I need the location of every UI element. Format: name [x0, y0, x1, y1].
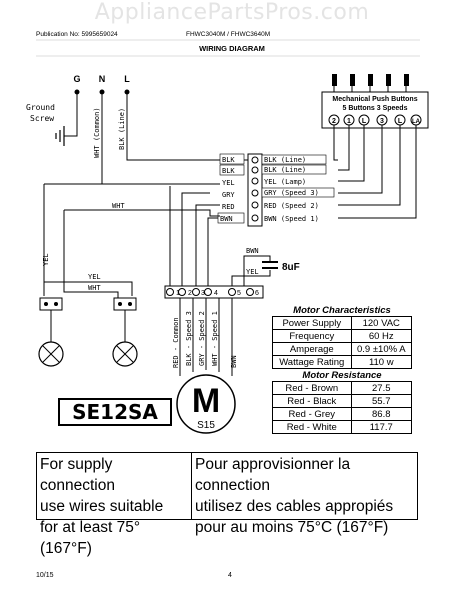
svg-text:BWN (Speed 1): BWN (Speed 1) — [264, 215, 319, 223]
screw-label: Screw — [30, 114, 54, 123]
button-circles — [328, 114, 422, 126]
svg-text:6: 6 — [255, 290, 259, 297]
svg-text:YEL (Lamp): YEL (Lamp) — [264, 178, 306, 186]
push-buttons — [321, 74, 429, 129]
motor-lead-labels: RED - Common BLK - Speed 3 GRY - Speed 2… — [172, 311, 238, 368]
button-wire-right-labels: BLK (Line) BLK (Line) YEL (Lamp) GRY (Sp… — [261, 154, 335, 223]
ground-label: Ground — [26, 103, 55, 112]
svg-text:BWN: BWN — [220, 215, 233, 223]
button-3: 3 — [380, 118, 384, 125]
svg-text:BLK: BLK — [222, 167, 235, 175]
capacitor-icon — [262, 261, 278, 269]
svg-text:4: 4 — [214, 290, 218, 297]
motor-letter: M — [192, 382, 220, 420]
capacitor-label: 8uF — [282, 262, 300, 273]
terminal-n: N — [99, 74, 106, 84]
yel-lamp-label: YEL — [88, 273, 101, 281]
motor-terminal-block — [164, 285, 264, 299]
watermark: AppliancePartsPros.com — [94, 0, 370, 25]
supply-note-french: Pour approvisionner la connection utilis… — [195, 456, 394, 536]
svg-text:BLK - Speed 3: BLK - Speed 3 — [185, 311, 193, 366]
terminal-l: L — [124, 74, 130, 84]
motor-resistance-title: Motor Resistance — [302, 369, 382, 381]
button-wires — [333, 125, 417, 219]
svg-text:1: 1 — [176, 290, 180, 297]
svg-text:BLK (Line): BLK (Line) — [264, 156, 306, 164]
button-wire-left-labels: BLK BLK YEL GRY RED BWN — [217, 153, 245, 224]
button-l: L — [362, 118, 367, 125]
wht-lamp-label: WHT — [88, 284, 101, 292]
svg-text:2: 2 — [188, 290, 192, 297]
svg-text:GRY (Speed 3): GRY (Speed 3) — [264, 189, 319, 197]
blk-line-label: BLK (Line) — [118, 108, 126, 150]
svg-text:RED - Common: RED - Common — [172, 317, 180, 368]
wht-common-label: WHT (Common) — [93, 107, 101, 158]
ground-wire — [64, 92, 78, 137]
footer-date: 10/15 — [36, 572, 54, 579]
terminal-g: G — [73, 74, 80, 84]
motor-leads — [179, 298, 233, 376]
button-1: 1 — [347, 118, 351, 125]
button-l2: L — [398, 118, 403, 125]
yel-cap-label: YEL — [246, 268, 259, 276]
lamp-bulb-icon — [38, 341, 138, 367]
model-badge: SE12SA — [58, 398, 172, 426]
model-numbers: FHWC3040M / FHWC3640M — [186, 31, 271, 38]
motor-model: S15 — [197, 420, 215, 431]
bwn-cap-label: BWN — [246, 247, 259, 255]
button-terminal-circles — [251, 156, 259, 222]
svg-text:BLK: BLK — [222, 156, 235, 164]
svg-text:BWN: BWN — [230, 355, 238, 368]
svg-text:5: 5 — [237, 290, 241, 297]
internal-wires — [43, 183, 271, 298]
push-buttons-title: Mechanical Push Buttons — [332, 96, 417, 103]
svg-text:GRY - Speed 2: GRY - Speed 2 — [198, 311, 206, 366]
terminal-numbers: 1 2 3 4 5 6 — [176, 290, 259, 297]
svg-text:RED: RED — [222, 203, 235, 211]
page-number: 4 — [228, 572, 232, 579]
diagram-title: WIRING DIAGRAM — [199, 44, 265, 53]
button-2: 2 — [332, 118, 336, 125]
publication-number: Publication No: 5995659024 — [36, 31, 118, 38]
lamp-sockets — [39, 297, 137, 342]
button-contacts — [332, 74, 409, 92]
svg-text:WHT - Speed 1: WHT - Speed 1 — [211, 311, 219, 366]
svg-text:YEL: YEL — [222, 179, 235, 187]
supply-connection-note: For supply connection use wires suitable… — [36, 452, 418, 557]
wht-wire-label: WHT — [112, 202, 125, 210]
svg-text:3: 3 — [201, 290, 205, 297]
motor-characteristics-title: Motor Characteristics — [293, 304, 391, 316]
button-la: LA — [412, 119, 421, 125]
supply-note-english: For supply connection use wires suitable… — [37, 453, 192, 557]
svg-text:BLK (Line): BLK (Line) — [264, 166, 306, 174]
yel-wire-label: YEL — [42, 253, 50, 266]
motor-icon — [176, 374, 236, 434]
svg-text:RED (Speed 2): RED (Speed 2) — [264, 202, 319, 210]
push-buttons-subtitle: 5 Buttons 3 Speeds — [343, 105, 408, 112]
svg-text:GRY: GRY — [222, 191, 235, 199]
ground-icon — [55, 126, 65, 146]
